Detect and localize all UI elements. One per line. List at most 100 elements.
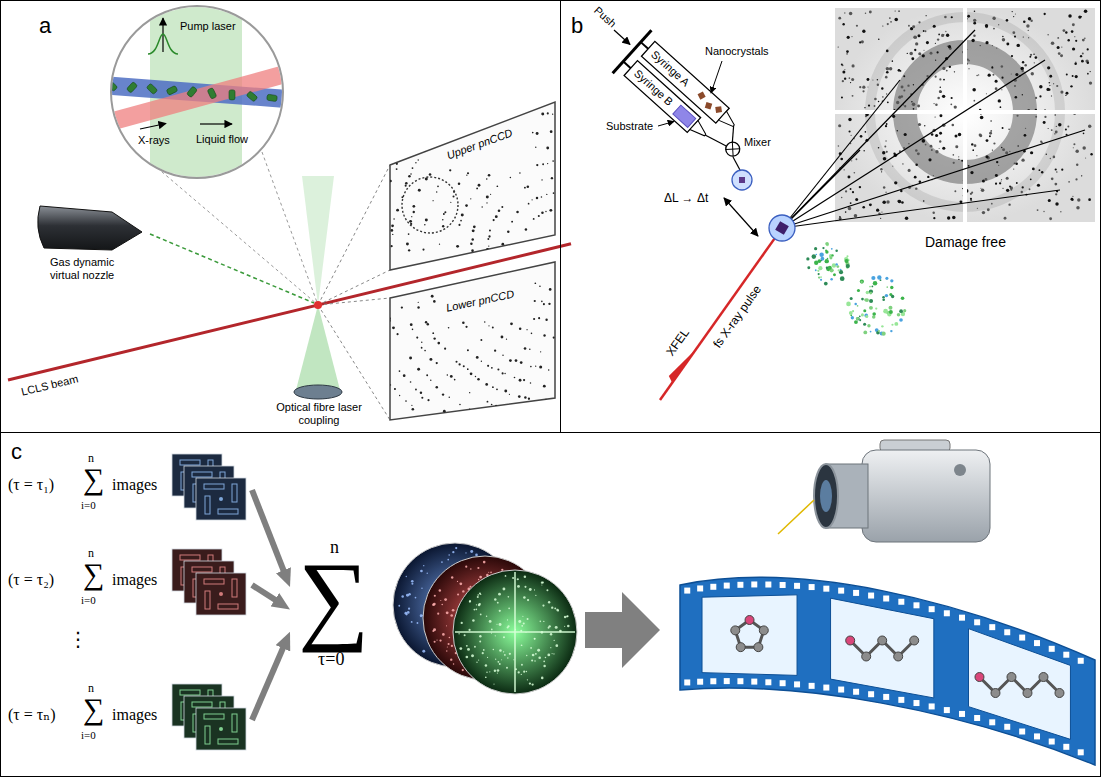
- bragg-spot: [914, 49, 916, 51]
- bragg-spot: [851, 78, 854, 81]
- bragg-spot: [1050, 158, 1051, 159]
- bragg-spot: [908, 143, 909, 144]
- merged-pattern: [489, 671, 490, 672]
- merged-pattern: [529, 682, 531, 684]
- merged-pattern: [464, 634, 466, 636]
- diffraction-speckle: [376, 262, 379, 265]
- merged-pattern: [458, 633, 459, 634]
- film-frame: [702, 595, 797, 676]
- diffraction-speckle: [558, 448, 560, 450]
- merged-pattern: [446, 611, 449, 614]
- merged-pattern: [485, 664, 488, 667]
- merged-pattern: [523, 623, 525, 625]
- merged-pattern: [495, 635, 496, 636]
- diffraction-speckle: [472, 229, 475, 232]
- detector-image: [219, 727, 223, 731]
- diffraction-speckle: [491, 404, 493, 406]
- merged-pattern: [524, 586, 526, 588]
- bragg-spot: [949, 66, 951, 68]
- merged-pattern: [508, 596, 510, 598]
- bragg-spot: [935, 104, 938, 107]
- diffraction-speckle: [392, 261, 394, 263]
- bragg-spot: [1015, 14, 1016, 15]
- diffraction-speckle: [536, 132, 539, 135]
- diffraction-speckle: [499, 425, 501, 427]
- diffraction-speckle: [502, 372, 504, 374]
- nozzle: [38, 206, 142, 250]
- bragg-spot: [1054, 183, 1057, 186]
- fragment-atom: [806, 257, 809, 260]
- bragg-spot: [951, 97, 953, 99]
- diffraction-speckle: [424, 102, 425, 103]
- bragg-spot: [1072, 23, 1075, 26]
- merged-pattern: [538, 656, 541, 659]
- diffraction-speckle: [515, 359, 518, 362]
- merged-pattern: [472, 619, 474, 621]
- merged-pattern: [537, 649, 540, 652]
- bragg-spot: [850, 202, 852, 204]
- bragg-spot: [904, 105, 906, 107]
- diffraction-speckle: [379, 334, 380, 335]
- detector-image: [204, 714, 224, 719]
- sprocket-hole: [883, 694, 889, 700]
- panel-letter: c: [11, 439, 22, 464]
- bragg-spot: [926, 41, 929, 44]
- diffraction-speckle: [376, 253, 378, 255]
- bragg-spot: [1067, 39, 1069, 41]
- detector-image: [196, 708, 246, 750]
- diffraction-speckle: [516, 86, 519, 89]
- bragg-spot: [1001, 179, 1002, 180]
- fragment-atom: [827, 258, 829, 260]
- diffraction-speckle: [492, 327, 494, 329]
- diffraction-speckle: [526, 329, 527, 330]
- merged-pattern: [477, 594, 479, 596]
- merged-pattern: [448, 554, 450, 556]
- sprocket-hole: [684, 588, 690, 594]
- merged-pattern: [447, 646, 448, 647]
- xray-band: [95, 70, 300, 126]
- diffraction-speckle: [524, 396, 526, 398]
- text-holder: n: [88, 682, 94, 694]
- delay-formula: (τ = τₙ): [8, 706, 55, 724]
- diffraction-speckle: [488, 257, 490, 259]
- fragment-atom: [817, 270, 819, 272]
- bragg-spot: [939, 132, 942, 135]
- diffraction-speckle: [445, 83, 448, 86]
- bragg-spot: [862, 206, 865, 209]
- diffraction-speckle: [477, 433, 479, 435]
- sprocket-hole: [794, 681, 800, 687]
- diffraction-speckle: [443, 410, 446, 413]
- merged-pattern: [505, 575, 507, 577]
- bragg-spot: [1030, 151, 1033, 154]
- nanocrystal: [739, 177, 745, 183]
- bragg-spot: [911, 101, 912, 102]
- bragg-spot: [988, 73, 991, 76]
- diffraction-speckle: [362, 218, 364, 220]
- diffraction-speckle: [502, 42, 503, 43]
- merged-pattern: [491, 629, 493, 631]
- detector-image: [192, 567, 212, 572]
- diffraction-speckle: [453, 196, 455, 198]
- bragg-spot: [1012, 31, 1015, 34]
- bragg-spot: [1075, 149, 1078, 152]
- text-holder: ∑: [298, 548, 369, 648]
- merged-pattern: [547, 654, 550, 657]
- diffraction-speckle: [472, 410, 475, 413]
- diffracted-ray: [782, 130, 1085, 228]
- bragg-spot: [940, 87, 942, 89]
- diffraction-speckle: [471, 447, 474, 450]
- diffraction-speckle: [487, 238, 489, 240]
- bragg-spot: [995, 80, 998, 83]
- bragg-spot: [1054, 133, 1055, 134]
- merged-pattern: [534, 589, 535, 590]
- merged-pattern: [432, 630, 434, 632]
- diffraction-speckle: [436, 72, 438, 74]
- merged-pattern: [512, 577, 514, 579]
- bragg-spot: [1056, 171, 1058, 173]
- diffraction-speckle: [476, 187, 478, 189]
- sprocket-hole: [868, 691, 874, 697]
- bragg-spot: [1028, 37, 1029, 38]
- diffraction-speckle: [531, 332, 533, 334]
- sprocket-hole: [1034, 640, 1040, 646]
- diffraction-speckle: [487, 365, 489, 367]
